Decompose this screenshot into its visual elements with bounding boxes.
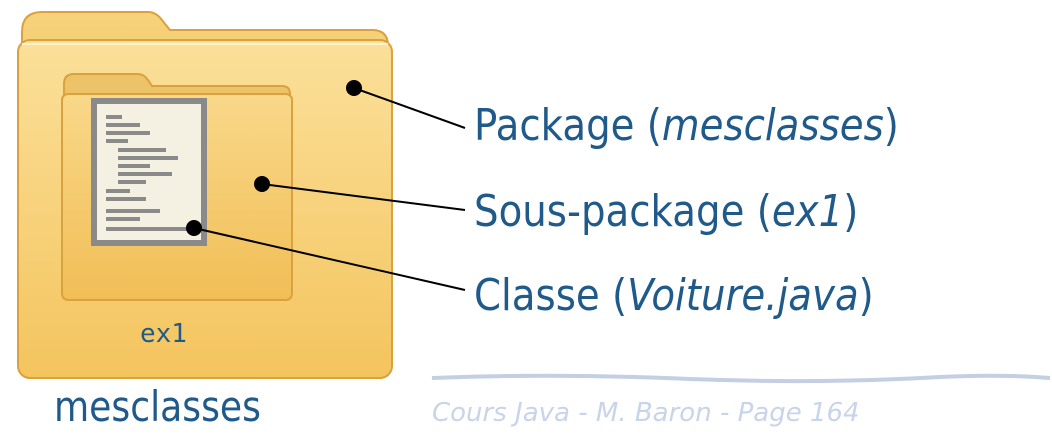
package-label: Package (mesclasses) — [474, 100, 899, 151]
separator-line — [431, 373, 1051, 384]
package-connector — [353, 87, 466, 129]
connector-lines — [193, 87, 466, 291]
subpackage-connector — [261, 183, 466, 211]
connector-dots — [186, 80, 362, 236]
class-connector — [193, 227, 466, 291]
folder-caption: mesclasses — [54, 382, 261, 431]
document-icon — [91, 98, 207, 246]
package-dot — [346, 80, 362, 96]
subpackage-label: Sous-package (ex1) — [474, 186, 859, 237]
class-dot — [186, 220, 202, 236]
subfolder-caption: ex1 — [140, 319, 187, 349]
class-label: Classe (Voiture.java) — [474, 270, 874, 321]
subpackage-dot — [254, 176, 270, 192]
page-footer: Cours Java - M. Baron - Page 164 — [432, 398, 860, 428]
